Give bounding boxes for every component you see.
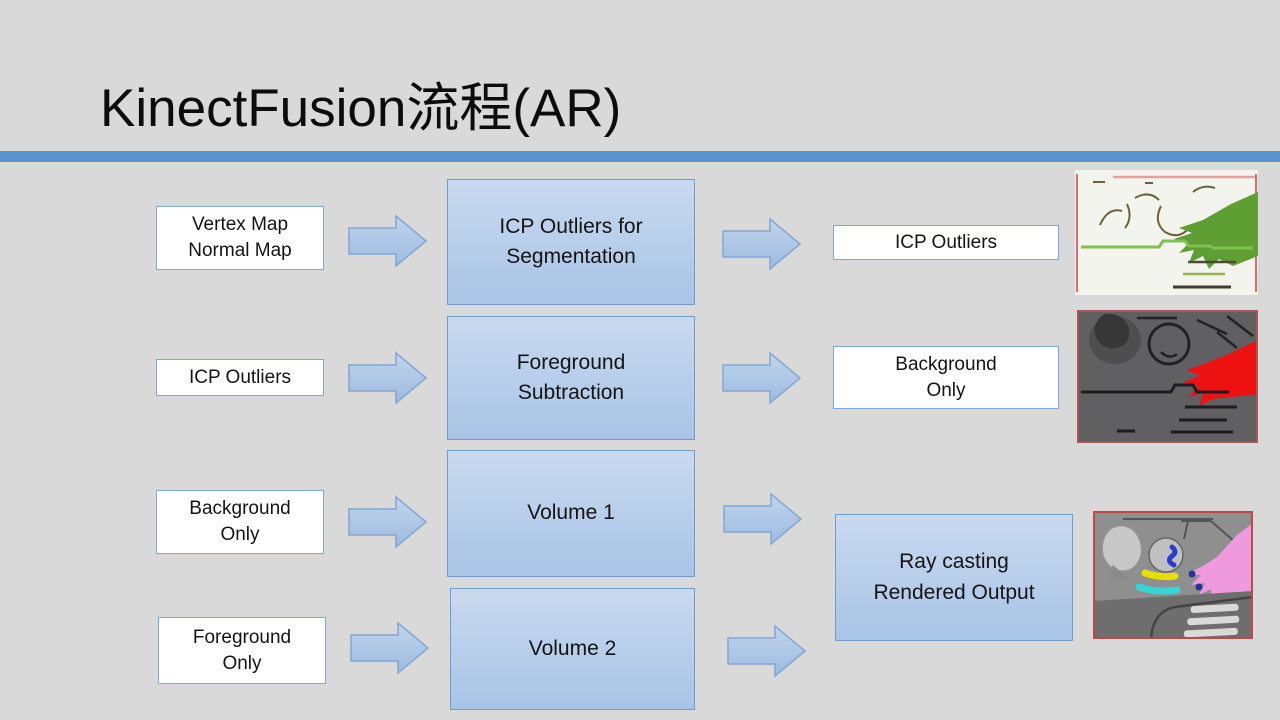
flow-arrow-icon bbox=[727, 624, 807, 678]
flow-arrow-icon bbox=[348, 495, 428, 549]
background-depth-image bbox=[1077, 310, 1258, 443]
red-hand-shape bbox=[1183, 340, 1258, 406]
flow-arrow-icon bbox=[722, 217, 802, 271]
head-shape bbox=[1102, 525, 1142, 572]
process-box-volume-1: Volume 1 bbox=[447, 450, 695, 577]
pink-hand-shape bbox=[1187, 523, 1253, 609]
green-hand-shape bbox=[1174, 192, 1258, 269]
flow-arrow-icon bbox=[723, 492, 803, 546]
flow-arrow-icon bbox=[348, 351, 428, 405]
output-box-icp-outliers: ICP Outliers bbox=[833, 225, 1059, 260]
process-box-icp-outliers-segmentation: ICP Outliers for Segmentation bbox=[447, 179, 695, 305]
process-box-foreground-subtraction: Foreground Subtraction bbox=[447, 316, 695, 440]
flow-arrow-icon bbox=[350, 621, 430, 675]
title-divider-bar bbox=[0, 151, 1280, 162]
output-box-background-only: Background Only bbox=[833, 346, 1059, 409]
input-box-background-only: Background Only bbox=[156, 490, 324, 554]
flow-arrow-icon bbox=[348, 214, 428, 268]
process-box-ray-casting-rendered-output: Ray casting Rendered Output bbox=[835, 514, 1073, 641]
input-box-vertex-normal-map: Vertex Map Normal Map bbox=[156, 206, 324, 270]
input-box-icp-outliers: ICP Outliers bbox=[156, 359, 324, 396]
icp-outliers-result-image bbox=[1075, 170, 1258, 295]
process-box-volume-2: Volume 2 bbox=[450, 588, 695, 710]
input-box-foreground-only: Foreground Only bbox=[158, 617, 326, 684]
flow-arrow-icon bbox=[722, 351, 802, 405]
ray-cast-render-image bbox=[1093, 511, 1253, 639]
slide-title: KinectFusion流程(AR) bbox=[100, 79, 622, 138]
